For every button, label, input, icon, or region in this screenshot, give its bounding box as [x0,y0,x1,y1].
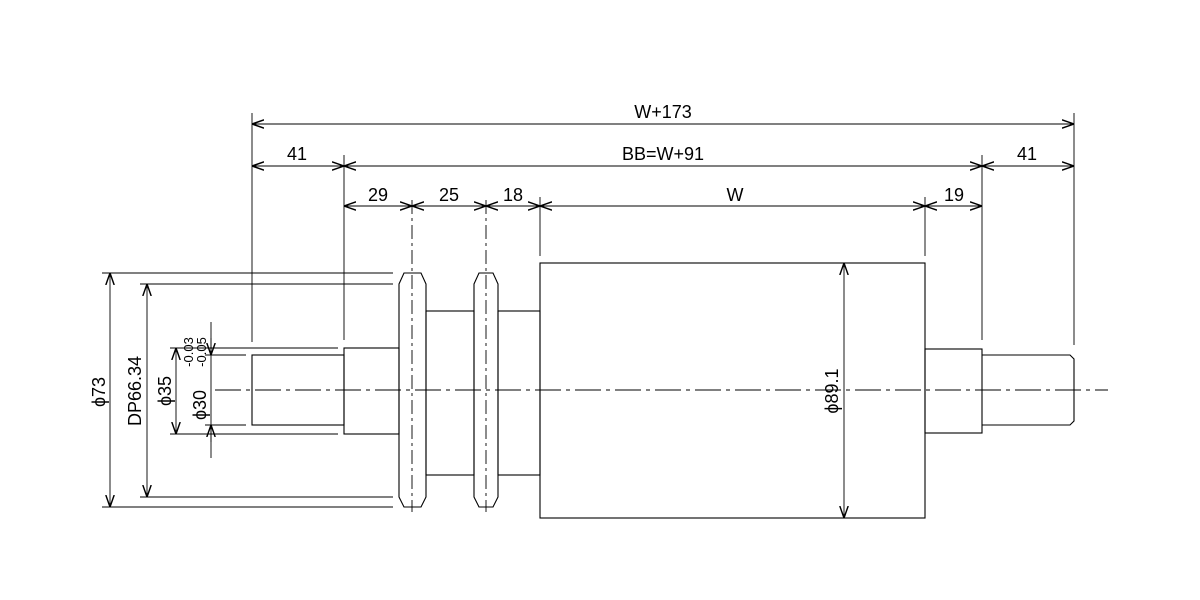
tol-upper-text: -0.03 [181,337,196,367]
tol-lower-text: -0.05 [194,337,209,367]
dim-left-end-text: 41 [287,144,307,164]
dim-dp: DP66.34 [125,284,147,497]
dim-dia-30: ϕ30 -0.03 -0.05 [181,322,211,458]
dim-left-end: 41 [252,144,344,166]
extension-lines [102,113,1075,508]
dim-dp-text: DP66.34 [125,356,145,426]
dim-19: 19 [925,185,982,206]
dim-25: 25 [412,185,486,206]
dim-right-end-text: 41 [1017,144,1037,164]
dim-dia-35-text: ϕ35 [155,376,175,406]
roll-hub [497,310,541,476]
dim-dia-891: ϕ89.1 [822,263,844,518]
dim-dia-891-text: ϕ89.1 [822,368,842,413]
roll-body [539,262,926,519]
dim-dia-73: ϕ73 [89,273,110,507]
dim-bb-text: BB=W+91 [622,144,704,164]
left-shaft-body [343,347,400,435]
dim-dia-35: ϕ35 [155,348,176,434]
dim-dia-30-text: ϕ30 [190,390,210,420]
dim-18: 18 [486,185,540,206]
dim-25-text: 25 [439,185,459,205]
part-outline [251,262,1075,519]
dim-bb: BB=W+91 [344,144,982,166]
dim-29-text: 29 [368,185,388,205]
sprocket-1 [398,272,427,508]
sprocket-2 [473,272,499,508]
dim-right-end: 41 [982,144,1074,166]
sprocket-hub [425,310,475,476]
dim-overall: W+173 [252,102,1074,124]
dim-w: W [540,185,925,206]
dim-18-text: 18 [503,185,523,205]
dim-dia-73-text: ϕ73 [89,377,109,407]
dim-29: 29 [344,185,412,206]
dim-w-text: W [727,185,744,205]
dim-overall-text: W+173 [634,102,692,122]
right-shaft-step [924,348,983,434]
dim-19-text: 19 [944,185,964,205]
